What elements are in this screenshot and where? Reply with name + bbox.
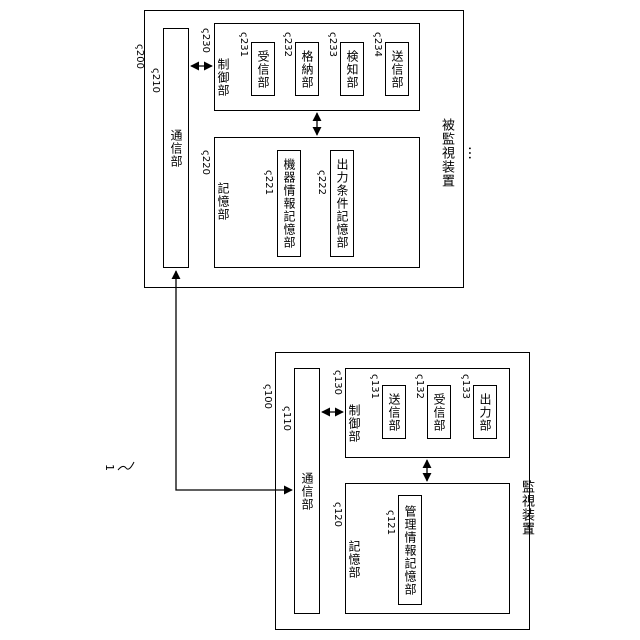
arrow-210-110 [176,271,292,490]
figure-ref-squiggle [118,462,134,470]
